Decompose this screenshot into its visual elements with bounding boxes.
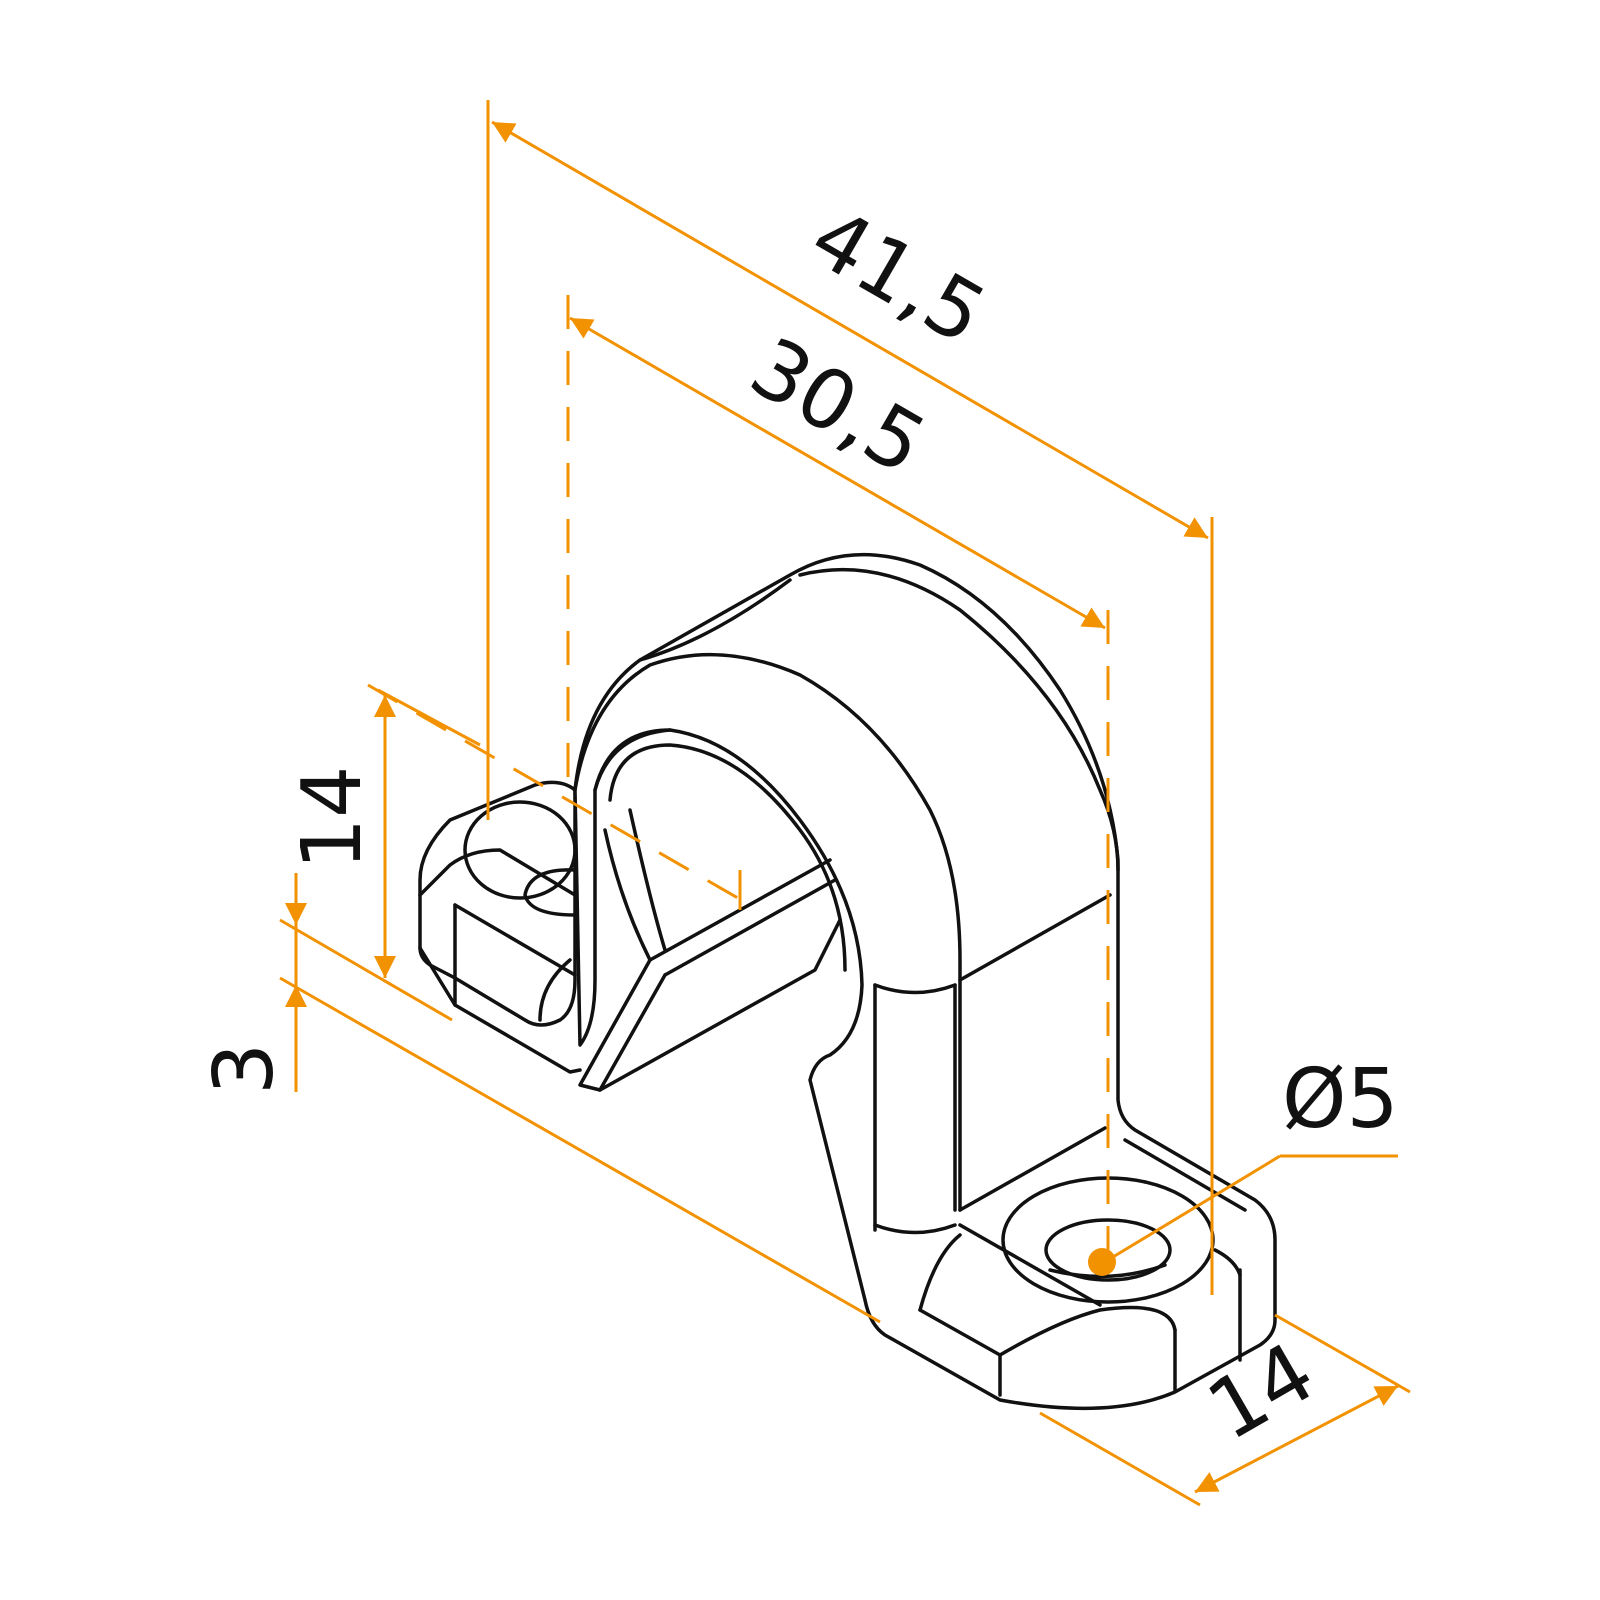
bracket-part [418, 552, 1277, 1411]
left-foot [418, 780, 577, 1027]
dim-line-foot-width [1194, 1384, 1399, 1494]
label-hole-spacing: 30,5 [735, 320, 941, 494]
leader-dot [1088, 1248, 1116, 1276]
right-hole [1044, 1218, 1172, 1282]
dim-line-hole-spacing [569, 316, 1106, 630]
center-axis [367, 683, 751, 907]
ext-line-thickness-top [279, 918, 453, 1022]
label-overall-length: 41,5 [795, 190, 1001, 364]
label-height: 14 [285, 766, 380, 870]
arch-body [573, 552, 1277, 1411]
ext-line-foot-right [1274, 1313, 1411, 1394]
ext-line-thickness-bottom [279, 976, 881, 1324]
dimension-lines [279, 100, 1411, 1507]
ext-line-foot-left [1039, 1411, 1201, 1507]
dim-line-overall-length [491, 120, 1209, 540]
label-hole-diameter: Ø5 [1282, 1052, 1399, 1147]
leader-hole-diameter [1107, 1154, 1281, 1262]
left-hole [523, 868, 577, 917]
label-base-thickness: 3 [197, 1043, 292, 1095]
